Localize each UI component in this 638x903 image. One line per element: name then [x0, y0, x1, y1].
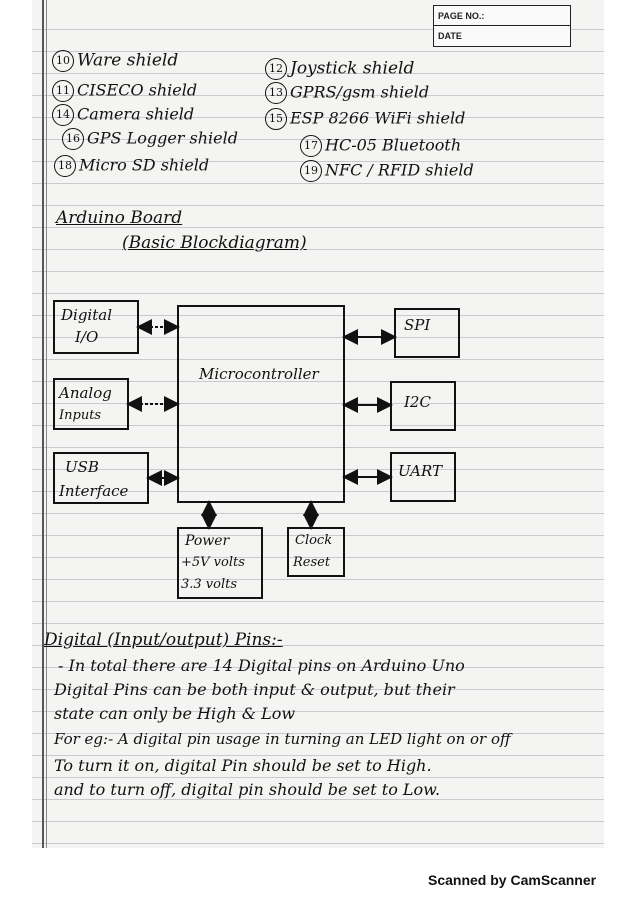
page-date-stamp: PAGE NO.: DATE — [433, 5, 571, 47]
power-block: Power +5V volts 3.3 volts — [177, 527, 263, 599]
notes-line: state can only be High & Low — [54, 704, 296, 723]
usb-interface-block: USB Interface — [53, 452, 149, 504]
notes-line: and to turn off, digital pin should be s… — [54, 780, 441, 799]
date-label: DATE — [438, 31, 462, 41]
page-no-label: PAGE NO.: — [434, 6, 570, 26]
notes-line: For eg:- A digital pin usage in turning … — [54, 730, 511, 748]
heading-arduino-board: Arduino Board — [56, 208, 183, 228]
scanner-footer: Scanned by CamScanner — [428, 872, 597, 888]
notes-line: Digital Pins can be both input & output,… — [54, 680, 455, 699]
notes-line: - In total there are 14 Digital pins on … — [58, 656, 465, 675]
diagram-arrows — [126, 319, 397, 530]
notes-line: To turn it on, digital Pin should be set… — [54, 756, 432, 775]
margin-line-inner — [46, 0, 47, 848]
margin-line — [42, 0, 44, 848]
clock-reset-block: Clock Reset — [287, 527, 345, 577]
heading-block-diagram: (Basic Blockdiagram) — [122, 233, 307, 253]
notes-heading: Digital (Input/output) Pins:- — [44, 630, 283, 650]
